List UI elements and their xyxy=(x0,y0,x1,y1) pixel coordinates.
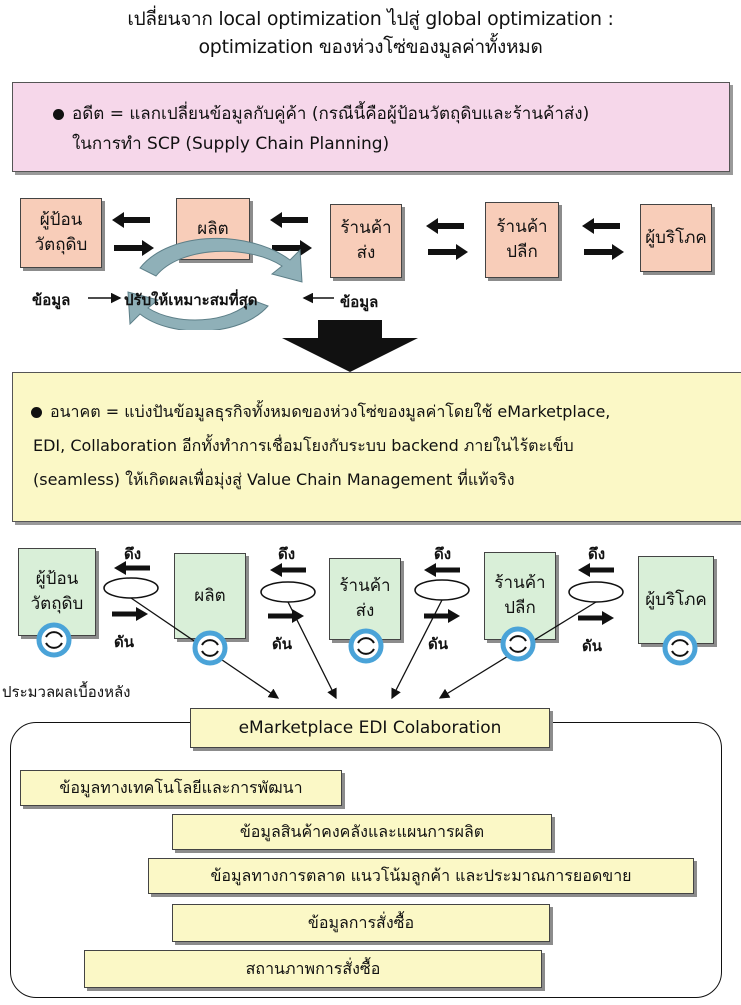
past-optimize-label: ปรับให้เหมาะสมที่สุด xyxy=(124,291,258,309)
platform-label: eMarketplace EDI Colaboration xyxy=(190,708,550,748)
link-line-2 xyxy=(287,601,337,700)
past-node-retailer: ร้านค้าปลีก xyxy=(485,202,559,278)
past-data-label-right: ข้อมูล xyxy=(340,293,379,311)
past-data-label-left: ข้อมูล xyxy=(32,291,71,309)
cycle-icon xyxy=(662,630,698,666)
past-arrow-left-4 xyxy=(582,218,620,234)
future-node-retailer: ร้านค้าปลีก xyxy=(484,552,556,640)
past-arrow-right-2 xyxy=(272,240,312,256)
future-node-wholesaler: ร้านค้าส่ง xyxy=(329,558,401,640)
pull-label-1: ดึง xyxy=(124,545,142,563)
future-flow-layer xyxy=(36,561,698,700)
pull-arrow-1 xyxy=(114,561,150,575)
future-line-3: (seamless) ให้เกิดผลเพื่อมุ่งสู่ Value C… xyxy=(33,470,515,489)
past-arrow-left-2 xyxy=(270,212,308,228)
past-arrow-right-4 xyxy=(584,244,624,260)
push-arrow-4 xyxy=(578,611,614,625)
past-node-consumer: ผู้บริโภค xyxy=(640,204,712,272)
push-arrow-3 xyxy=(424,609,460,623)
exchange-ellipse-3 xyxy=(414,579,470,601)
bullet-icon xyxy=(53,108,64,120)
push-arrow-1 xyxy=(112,607,148,621)
push-label-2: ดัน xyxy=(272,635,292,653)
past-arrows-layer xyxy=(88,212,624,330)
future-line-1: อนาคต = แบ่งปันข้อมูลธุรกิจทั้งหมดของห่ว… xyxy=(31,395,741,429)
past-arrow-left-1 xyxy=(112,212,150,228)
past-arrow-left-3 xyxy=(426,218,464,234)
layer-marketing: ข้อมูลทางการตลาด แนวโน้มลูกค้า และประมาณ… xyxy=(148,858,694,894)
push-label-1: ดัน xyxy=(114,633,134,651)
past-panel: อดีต = แลกเปลี่ยนข้อมูลกับคู่ค้า (กรณีนี… xyxy=(12,82,730,172)
cycle-icon xyxy=(192,630,228,666)
push-label-4: ดัน xyxy=(582,637,602,655)
cycle-icon xyxy=(500,626,536,662)
bullet-icon xyxy=(31,407,42,418)
push-arrow-2 xyxy=(268,609,304,623)
past-line-1: อดีต = แลกเปลี่ยนข้อมูลกับคู่ค้า (กรณีนี… xyxy=(53,97,729,131)
swirl-arrow-bottom xyxy=(127,291,269,330)
swirl-arrow-top xyxy=(139,238,303,283)
future-panel: อนาคต = แบ่งปันข้อมูลธุรกิจทั้งหมดของห่ว… xyxy=(12,372,741,522)
title-line-2: optimization ของห่วงโซ่ของมูลค่าทั้งหมด xyxy=(198,36,543,58)
past-node-wholesaler: ร้านค้าส่ง xyxy=(330,204,402,278)
past-arrow-right-3 xyxy=(428,244,468,260)
push-label-3: ดัน xyxy=(428,635,448,653)
link-line-3 xyxy=(391,599,443,700)
pull-arrow-4 xyxy=(578,563,614,577)
future-line-2: EDI, Collaboration อีกทั้งทำการเชื่อมโยง… xyxy=(33,436,574,455)
layer-technology: ข้อมูลทางเทคโนโลยีและการพัฒนา xyxy=(20,770,342,806)
past-line-2: ในการทำ SCP (Supply Chain Planning) xyxy=(72,134,390,154)
pull-arrow-3 xyxy=(424,563,460,577)
cycle-icon xyxy=(36,622,72,658)
pull-label-4: ดึง xyxy=(588,545,606,563)
pull-label-3: ดึง xyxy=(434,545,452,563)
pull-label-2: ดึง xyxy=(278,545,296,563)
future-node-consumer: ผู้บริโภค xyxy=(638,556,714,644)
title-line-1: เปลี่ยนจาก local optimization ไปสู่ glob… xyxy=(127,8,614,30)
past-node-supplier: ผู้ป้อนวัตถุดิบ xyxy=(20,198,102,268)
exchange-ellipse-4 xyxy=(568,581,624,603)
layer-order-status: สถานภาพการสั่งซื้อ xyxy=(84,950,542,988)
layer-purchase-order: ข้อมูลการสั่งซื้อ xyxy=(172,904,550,942)
future-node-manufacturer: ผลิต xyxy=(174,553,246,639)
backend-processing-label: ประมวลผลเบื้องหลัง xyxy=(2,683,131,701)
cycle-icon xyxy=(348,628,384,664)
layer-inventory: ข้อมูลสินค้าคงคลังและแผนการผลิต xyxy=(172,814,552,850)
past-arrow-right-1 xyxy=(114,240,154,256)
transition-down-arrow xyxy=(282,320,418,372)
exchange-ellipse-1 xyxy=(103,577,159,599)
exchange-ellipse-2 xyxy=(260,581,316,603)
pull-arrow-2 xyxy=(270,563,306,577)
